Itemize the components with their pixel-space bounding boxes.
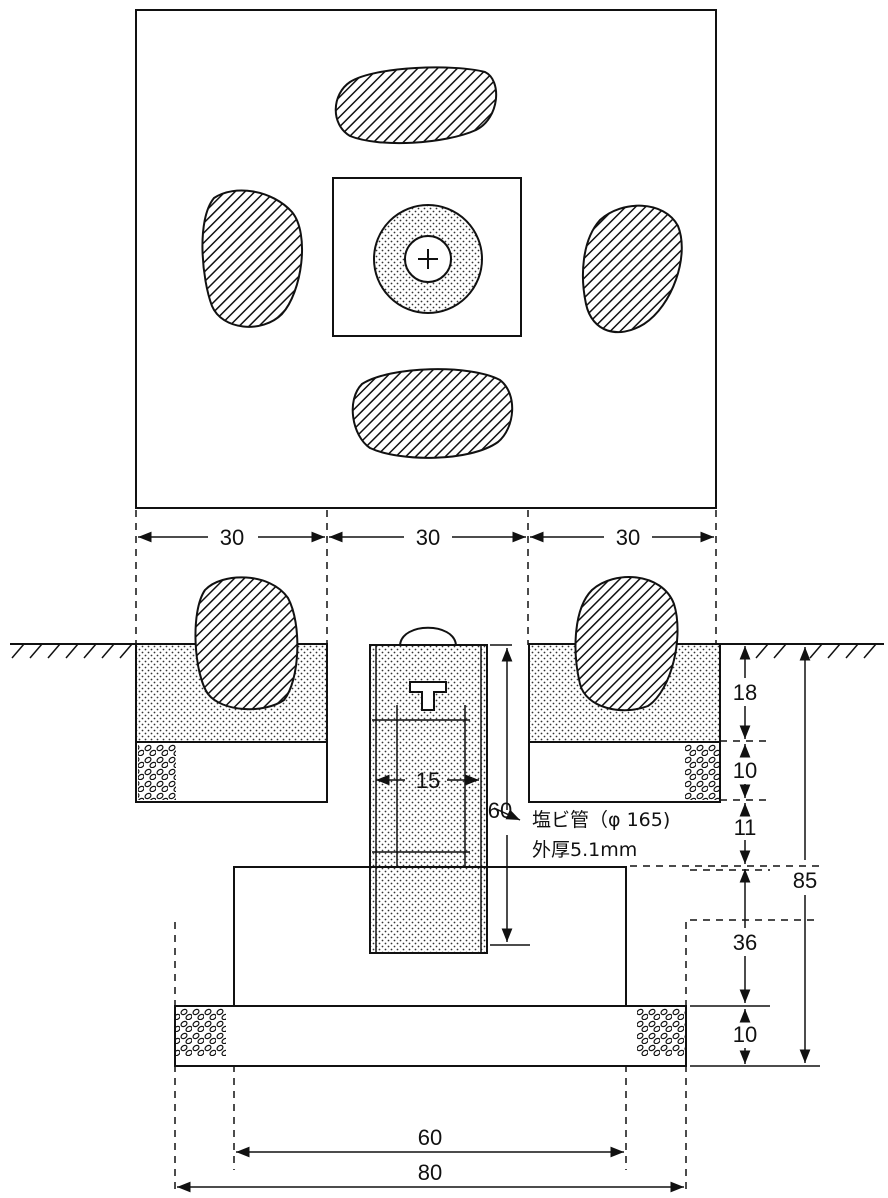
left-pocket [135, 576, 328, 803]
footing-gravel-left [176, 1008, 226, 1056]
right-stone-section [574, 576, 679, 712]
left-gravel [138, 744, 176, 800]
ground-line [10, 643, 884, 659]
pipe-cap [398, 626, 458, 646]
dim-total: 85 [793, 868, 817, 893]
plan-outline [135, 9, 717, 509]
pipe-label-line1: 塩ビ管（φ 165) [532, 809, 670, 831]
center-pipe [369, 626, 488, 951]
plan-view [135, 9, 717, 509]
pipe-label-line2: 外厚5.1mm [532, 839, 637, 861]
right-dimensions [690, 646, 820, 1067]
dim-36: 36 [733, 930, 757, 955]
plan-stone-top [334, 66, 498, 145]
dim-11: 11 [734, 815, 757, 840]
dim-pipe-height: 60 [488, 798, 512, 823]
base-block [174, 866, 687, 1067]
footing [174, 1005, 687, 1067]
dim-top-w1: 30 [220, 525, 244, 550]
dim-18: 18 [733, 680, 757, 705]
pipe-tee-fitting [409, 681, 447, 711]
pipe-height-dim [490, 644, 530, 946]
dim-10b: 10 [733, 1022, 757, 1047]
dim-base-60: 60 [418, 1125, 442, 1150]
pipe-lower [369, 866, 488, 954]
pipe-body [369, 644, 488, 868]
dim-10a: 10 [733, 758, 757, 783]
dim-top-w2: 30 [416, 525, 440, 550]
plan-stone-right [581, 204, 683, 334]
left-stone-section [194, 576, 299, 711]
bottom-dimensions [177, 1146, 684, 1193]
dim-base-80: 80 [418, 1160, 442, 1185]
dim-top-w3: 30 [616, 525, 640, 550]
right-pocket [528, 576, 721, 803]
right-gravel [685, 744, 719, 800]
dim-pipe-width: 15 [416, 768, 440, 793]
plan-stone-bottom [351, 368, 514, 459]
footing-gravel-right [637, 1008, 685, 1056]
plan-stone-left [201, 189, 303, 328]
